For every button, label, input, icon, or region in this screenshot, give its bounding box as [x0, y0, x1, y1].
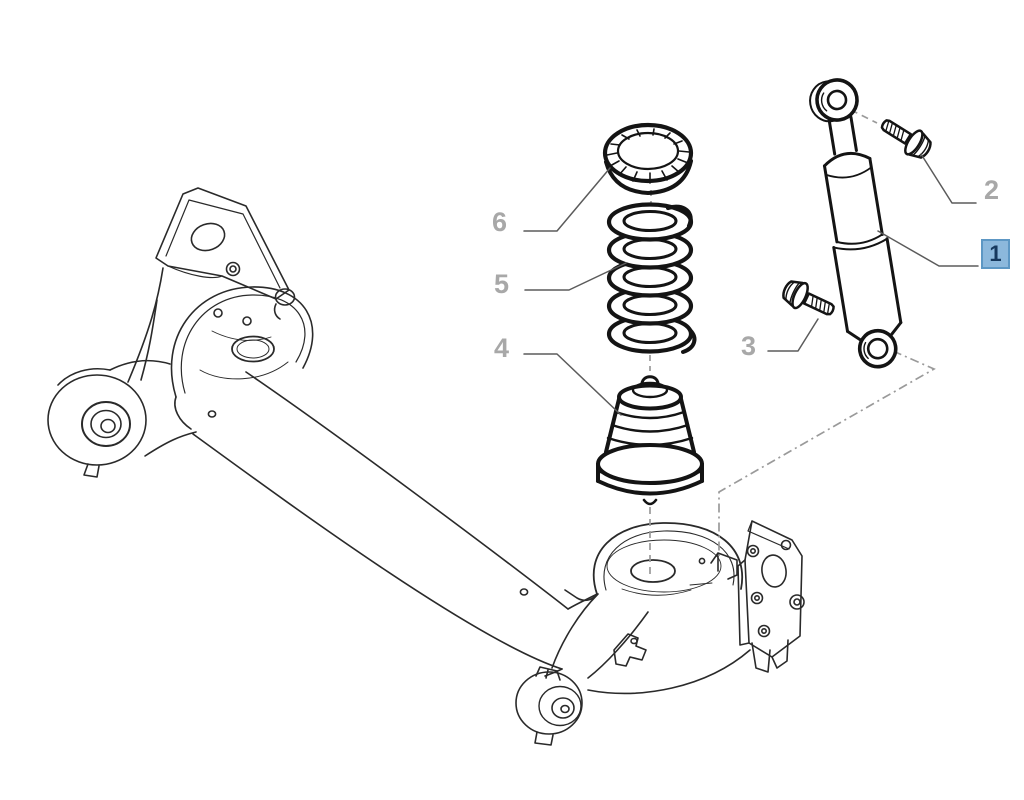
- dashdot-shock-to-bracket: [718, 350, 936, 556]
- lower-bolt-drawing: [782, 280, 835, 316]
- axle-beam-drawing: [47, 187, 805, 746]
- leader-line-1: [877, 230, 979, 267]
- shock-top-eyelet-icon: [809, 78, 859, 123]
- right-arm-icon: [515, 593, 751, 746]
- leader-line-5: [524, 262, 627, 291]
- callout-1-highlighted[interactable]: 1: [981, 239, 1010, 269]
- right-spring-cup-icon: [564, 522, 744, 602]
- shock-body-icon: [832, 237, 903, 344]
- small-tab-bracket-icon: [613, 633, 647, 667]
- shock-upper-sleeve-icon: [822, 151, 884, 245]
- leader-line-3: [767, 318, 819, 352]
- thread-lines-icon: [885, 120, 905, 142]
- callout-2[interactable]: 2: [984, 175, 1000, 205]
- shock-rod-icon: [827, 115, 858, 156]
- shock-bottom-eyelet-icon: [857, 328, 898, 369]
- leader-lines: [523, 153, 979, 416]
- leader-line-4: [523, 353, 622, 416]
- cross-beam-icon: [192, 371, 598, 670]
- right-bracket-icon: [737, 520, 805, 673]
- callout-4[interactable]: 4: [494, 333, 510, 363]
- dash-eyelet-to-bolt2: [850, 109, 878, 124]
- leader-line-2: [920, 153, 977, 204]
- shock-clevis-tab-icon: [710, 552, 738, 580]
- coil-spring-drawing: [606, 202, 697, 354]
- upper-bolt-drawing: [880, 119, 932, 159]
- callout-3[interactable]: 3: [741, 331, 757, 361]
- seat-ribs-icon: [606, 128, 690, 184]
- left-spring-cup-icon: [170, 286, 314, 430]
- left-bushing-eye-icon: [47, 368, 147, 478]
- callout-6[interactable]: 6: [492, 207, 508, 237]
- shock-absorber-drawing: [809, 78, 903, 369]
- left-bracket-icon: [155, 187, 296, 320]
- callout-5[interactable]: 5: [494, 269, 510, 299]
- bump-stop-drawing: [596, 375, 704, 506]
- thread-lines-icon: [810, 295, 830, 315]
- spring-seat-drawing: [602, 122, 694, 195]
- left-arm-outline: [127, 267, 164, 383]
- leader-line-6: [523, 167, 611, 232]
